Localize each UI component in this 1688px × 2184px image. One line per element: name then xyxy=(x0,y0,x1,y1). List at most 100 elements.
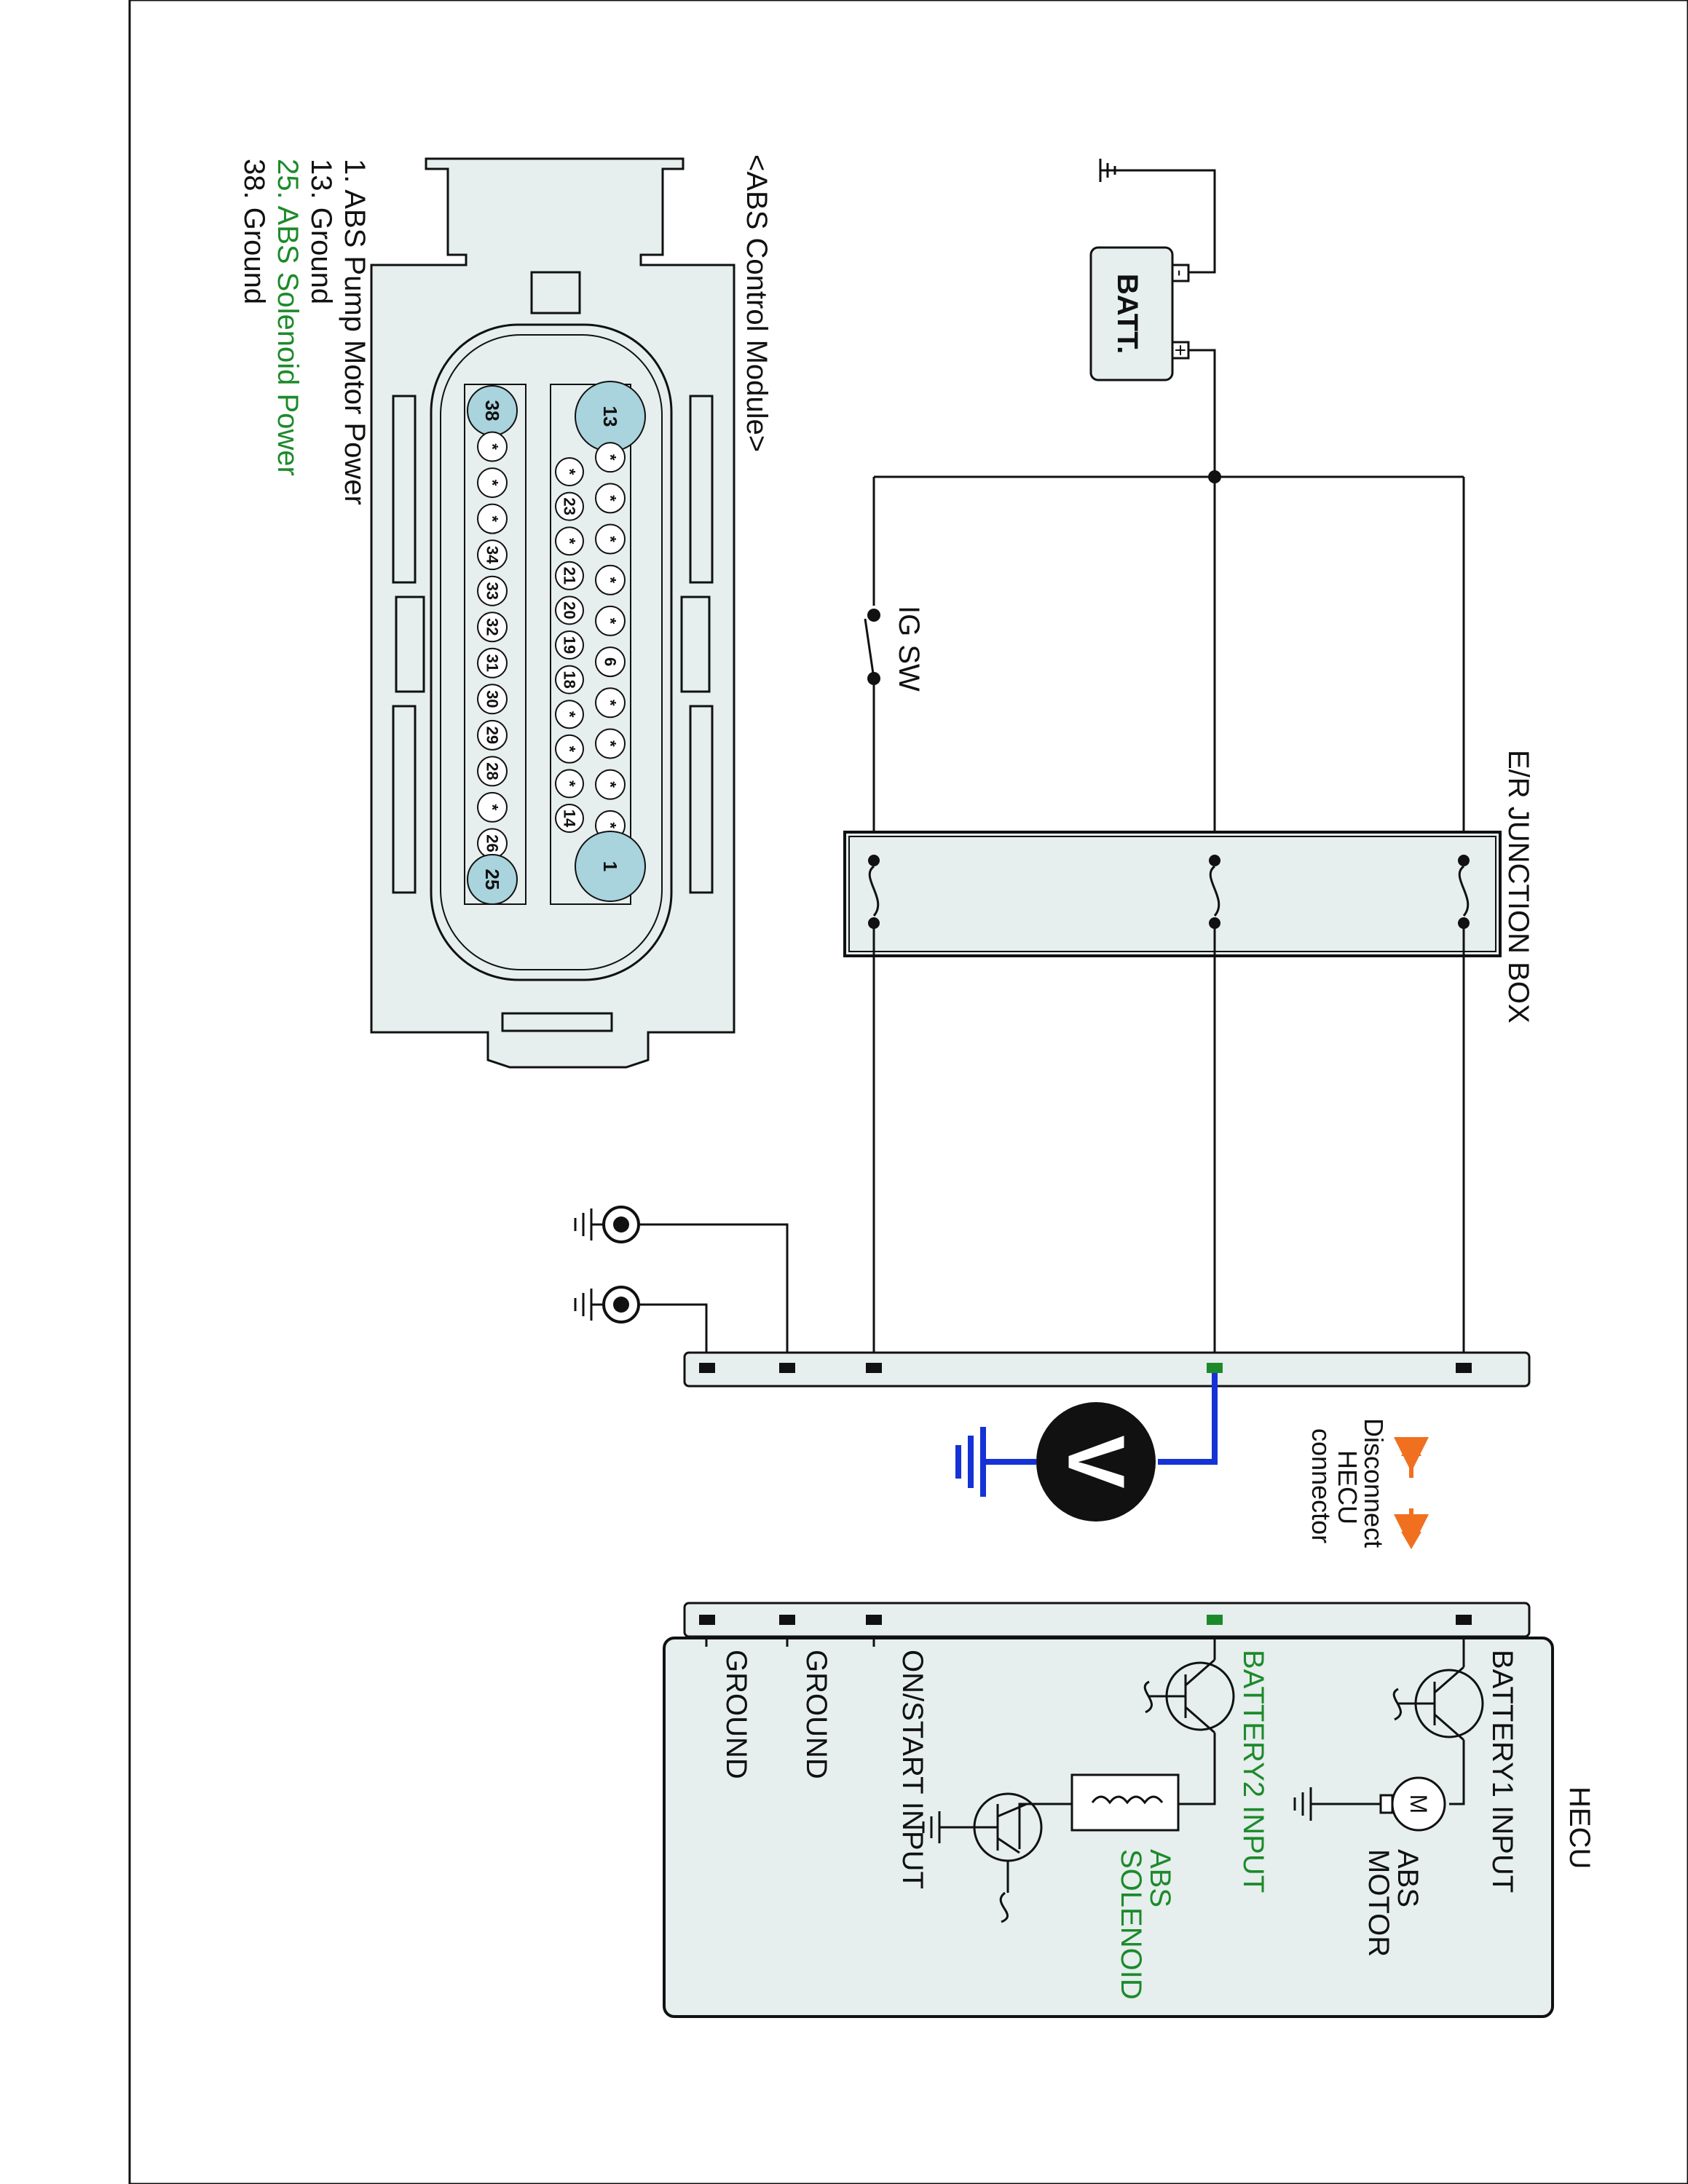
connector-pin-label: * xyxy=(561,780,579,787)
connector-pin xyxy=(595,769,626,800)
connector-pin-label: 38 xyxy=(481,400,503,422)
connector-pin-label: 13 xyxy=(599,406,621,427)
connector-pin xyxy=(555,769,584,799)
connector-pin xyxy=(477,756,508,787)
connector-pin-label: 20 xyxy=(561,601,579,619)
junction-box-label: E/R JUNCTION BOX xyxy=(1502,750,1534,1024)
voltmeter-probe-wire xyxy=(1158,1373,1218,1465)
ground-label-2: GROUND xyxy=(720,1650,752,1779)
disconnect-line-2: HECU xyxy=(1333,1450,1362,1524)
connector-pin xyxy=(555,630,584,660)
connector-pin-label: * xyxy=(484,480,502,486)
battery-minus-label: - xyxy=(1170,269,1192,276)
connector-pin xyxy=(477,467,508,499)
ig-switch-icon xyxy=(864,609,880,685)
connector-pin xyxy=(477,647,508,678)
circuit-group: BATT. - + IG SW E/R JUNCTION BOX xyxy=(574,159,1596,2018)
connector-pin xyxy=(555,665,584,695)
connector-pin-label: 34 xyxy=(484,546,502,564)
junction-box xyxy=(843,831,1502,957)
abs-solenoid-icon xyxy=(1070,1773,1180,1832)
connector-pin-label: * xyxy=(561,711,579,718)
connector-pin xyxy=(477,575,508,606)
pin-row-small: 38 * * * 34 33 32 31 30 29 28 * 26 25 xyxy=(467,385,518,905)
connector-pin-label: 18 xyxy=(561,670,579,688)
connector-pin-label: 29 xyxy=(484,727,502,744)
connector-pin-label: * xyxy=(602,700,620,706)
connector-pin xyxy=(477,539,508,571)
connector-pin xyxy=(477,719,508,751)
connector-pin-label: * xyxy=(602,781,620,788)
connector-pin xyxy=(595,605,626,636)
connector-pin xyxy=(595,442,626,473)
connector-pin-label: * xyxy=(561,538,579,545)
connector-pin xyxy=(555,491,584,521)
connector-pin-label: 28 xyxy=(484,762,502,780)
disconnect-arrows-icon xyxy=(1394,1437,1429,1549)
connector-pin-label: * xyxy=(561,469,579,475)
abs-motor-line-2: MOTOR xyxy=(1362,1849,1395,1957)
connector-pin-label: * xyxy=(484,443,502,450)
ig-switch-label: IG SW xyxy=(893,606,925,692)
connector-pin-label: 21 xyxy=(561,567,579,585)
connector-pin xyxy=(477,684,508,715)
solenoid-ground-icon xyxy=(922,1811,961,1843)
connector-pin-label: 6 xyxy=(602,657,620,666)
battery2-transistor-icon xyxy=(1143,1658,1235,1734)
battery1-transistor-icon xyxy=(1392,1666,1484,1741)
connector-pin xyxy=(595,564,626,596)
page-border xyxy=(128,0,1688,2184)
connector-pin xyxy=(595,646,626,678)
connector-pin xyxy=(575,831,646,902)
battery-box xyxy=(1089,246,1174,381)
connector-pin-label: 1 xyxy=(599,861,621,871)
solenoid-transistor-icon xyxy=(961,1792,1043,1923)
legend-item-1: 1. ABS Pump Motor Power xyxy=(339,159,371,505)
voltmeter-label: V xyxy=(1052,1435,1141,1488)
connector-pin-label: 19 xyxy=(561,636,579,654)
connector-pin xyxy=(555,700,584,729)
connector-pin-label: * xyxy=(602,823,620,829)
connector-pin-label: * xyxy=(602,740,620,747)
connector-pin-label: 30 xyxy=(484,690,502,708)
connector-pin xyxy=(555,457,584,486)
pin-row-large: 13*****6****1 xyxy=(575,381,646,902)
connector-pin xyxy=(477,431,508,462)
abs-motor-line-1: ABS xyxy=(1392,1849,1424,1907)
connector-pin xyxy=(477,612,508,643)
abs-solenoid-line-2: SOLENOID xyxy=(1115,1849,1147,2000)
ground-label-1: GROUND xyxy=(800,1650,832,1779)
connector-pin xyxy=(467,854,518,905)
connector-pin-label: * xyxy=(602,536,620,542)
connector-pin-label: * xyxy=(561,746,579,753)
hecu-label: HECU xyxy=(1563,1787,1596,1869)
connector-pin xyxy=(595,523,626,555)
connector-pin xyxy=(555,596,584,625)
battery-label: BATT. xyxy=(1111,274,1143,354)
connector-pin xyxy=(555,804,584,833)
legend-item-4: 38. Ground xyxy=(238,159,270,304)
motor-symbol: M xyxy=(1405,1795,1432,1814)
connector-pin-label: 25 xyxy=(481,869,503,890)
connector-pin xyxy=(477,791,508,823)
connector-pin-label: 31 xyxy=(484,654,502,672)
probe-ground-icon xyxy=(955,1427,986,1497)
connector-pin-label: * xyxy=(484,515,502,522)
connector-pin-label: * xyxy=(602,618,620,625)
connector-pin-label: 26 xyxy=(484,834,502,852)
connector-pin-label: 33 xyxy=(484,582,502,599)
chassis-ground-1-icon xyxy=(574,1206,640,1243)
connector-face: <ABS Control Module> 13*****6****1 *23*2… xyxy=(238,154,773,1069)
disconnect-line-3: connector xyxy=(1306,1428,1336,1543)
connector-pin xyxy=(555,526,584,556)
battery-plus-label: + xyxy=(1170,344,1192,356)
voltmeter-icon xyxy=(1036,1402,1156,1522)
disconnect-line-1: Disconnect xyxy=(1359,1418,1389,1548)
hecu-connector xyxy=(683,1602,1531,1638)
connector-pin-label: * xyxy=(484,804,502,811)
connector-pin-label: 32 xyxy=(484,618,502,636)
battery2-input-label: BATTERY2 INPUT xyxy=(1237,1650,1269,1893)
connector-pin xyxy=(595,687,626,719)
